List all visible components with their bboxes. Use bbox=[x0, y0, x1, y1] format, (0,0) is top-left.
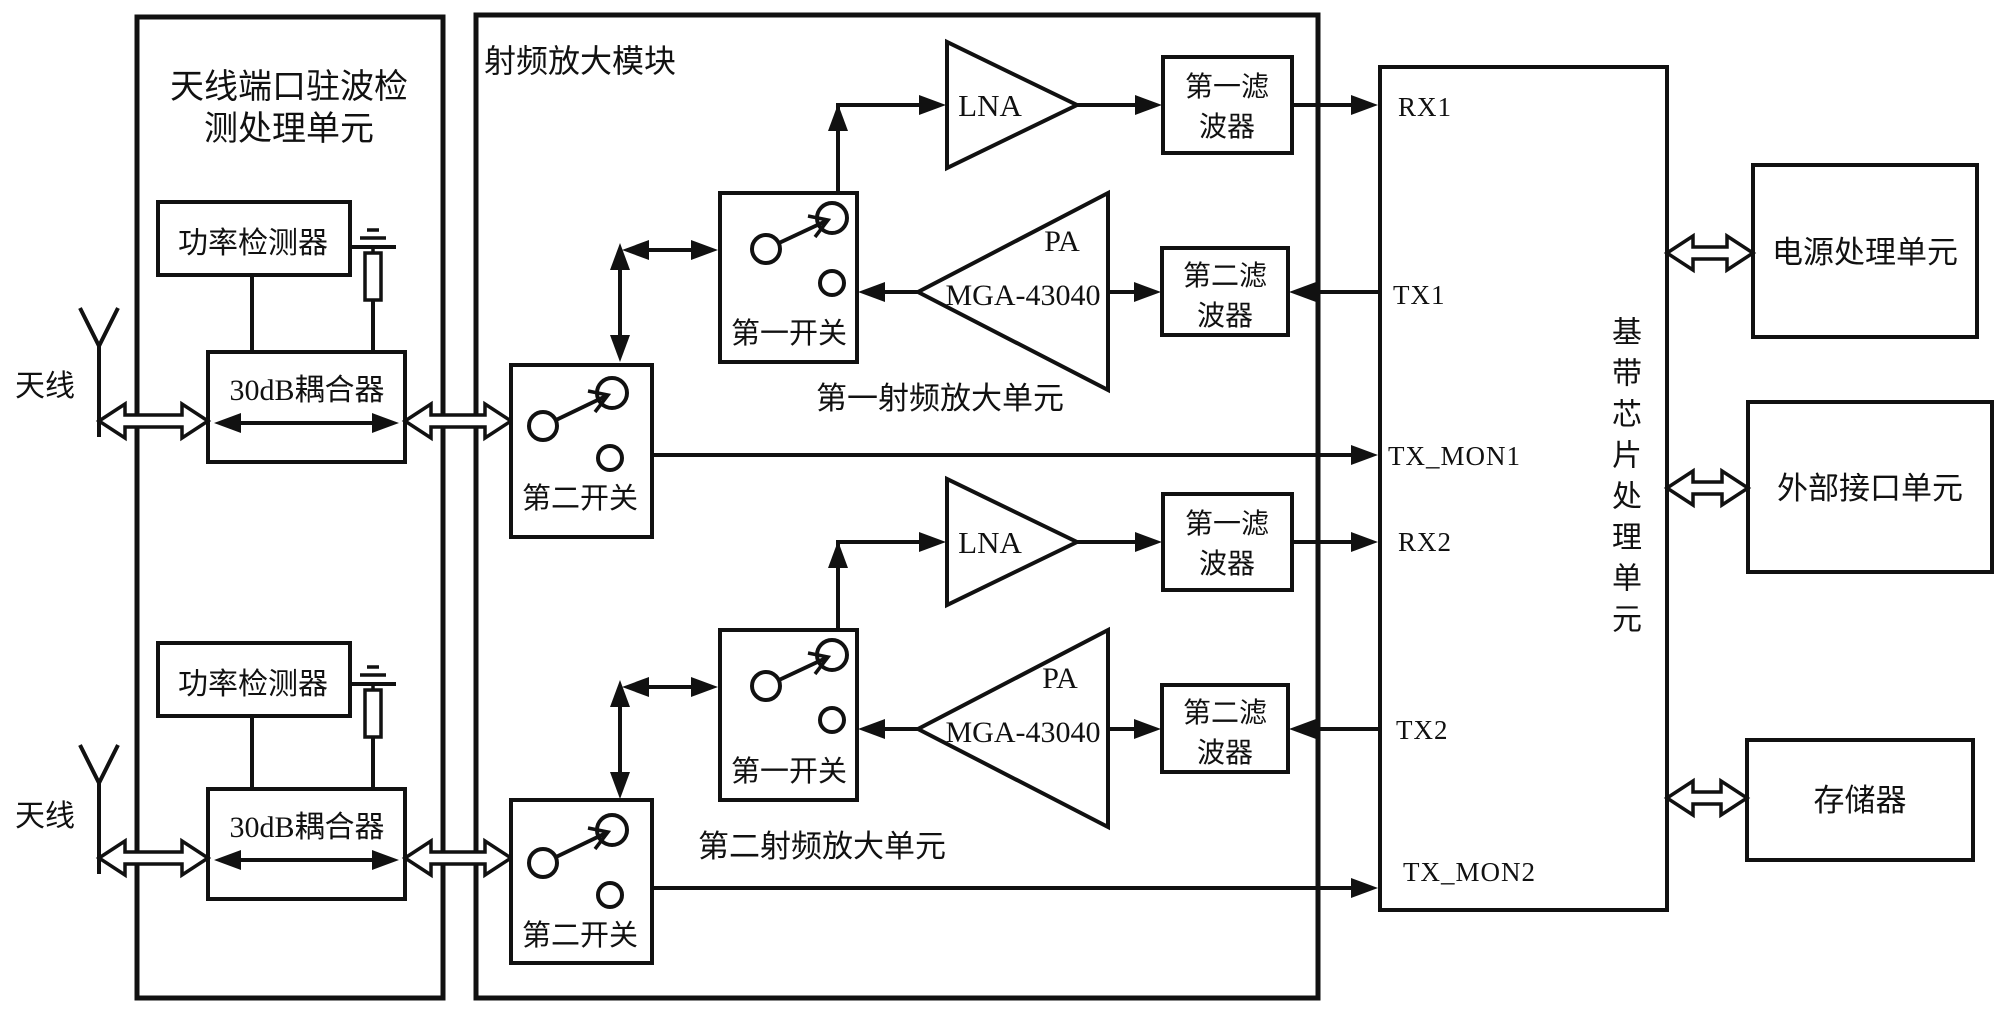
baseband-power-double-arrow-icon bbox=[1663, 232, 1757, 274]
power-unit-label: 电源处理单元 bbox=[1772, 235, 1958, 270]
coupler-internal-double-arrow-icon bbox=[214, 413, 399, 433]
pa-model-label: MGA-43040 bbox=[946, 279, 1101, 312]
second-switch-label: 第二开关 bbox=[522, 919, 638, 952]
switch-link-vertical-double-arrow-icon bbox=[610, 680, 630, 799]
second-filter-label-line2: 波器 bbox=[1197, 737, 1253, 769]
pa-filter2-connector bbox=[1108, 282, 1161, 302]
first-switch-label: 第一开关 bbox=[731, 317, 847, 350]
spdt-switch-icon bbox=[750, 201, 849, 297]
second-filter-box bbox=[1160, 246, 1290, 337]
second-filter-box bbox=[1160, 683, 1290, 774]
second-filter-label-line2: 波器 bbox=[1197, 300, 1253, 332]
first-filter-box bbox=[1161, 55, 1294, 155]
unit2-caption: 第二射频放大单元 bbox=[698, 829, 946, 864]
lna-label: LNA bbox=[958, 88, 1022, 123]
baseband-chip-unit-box bbox=[1378, 65, 1669, 912]
lna-amplifier-triangle bbox=[945, 38, 1082, 172]
tx1-to-filter2-connector bbox=[1289, 282, 1380, 302]
antenna-label: 天线 bbox=[15, 800, 75, 833]
port-label-rx2: RX2 bbox=[1398, 527, 1452, 557]
coupler-switch-double-arrow-icon bbox=[401, 400, 515, 442]
pa-label: PA bbox=[1042, 662, 1078, 695]
coupler-switch-double-arrow-icon bbox=[401, 837, 515, 879]
switch-to-lna-connector bbox=[828, 532, 946, 630]
coupler-box bbox=[206, 787, 407, 901]
port-label-tx-mon2: TX_MON2 bbox=[1403, 857, 1536, 887]
resistor-icon bbox=[363, 688, 383, 739]
pa-filter2-connector bbox=[1108, 719, 1161, 739]
port-label-tx1: TX1 bbox=[1393, 280, 1446, 310]
left-unit-title-line2: 测处理单元 bbox=[204, 111, 374, 148]
power-detector-label: 功率检测器 bbox=[178, 668, 328, 701]
power-detector-box bbox=[156, 200, 352, 277]
switch-link-horizontal-double-arrow-icon bbox=[622, 240, 718, 260]
lna-label: LNA bbox=[958, 525, 1022, 560]
resistor-icon bbox=[363, 251, 383, 302]
spdt-switch-icon bbox=[527, 376, 629, 472]
coupler-box bbox=[206, 350, 407, 464]
power-detector-label: 功率检测器 bbox=[178, 227, 328, 260]
switch-to-lna-connector bbox=[828, 95, 946, 193]
second-filter-label-line1: 第二滤 bbox=[1183, 260, 1267, 292]
spdt-switch-icon bbox=[750, 638, 849, 734]
first-filter-label-line2: 波器 bbox=[1199, 548, 1255, 580]
baseband-unit-title: 基带芯片处理单元 bbox=[1607, 316, 1640, 644]
pa-model-label: MGA-43040 bbox=[946, 716, 1101, 749]
port-label-tx2: TX2 bbox=[1396, 715, 1449, 745]
external-interface-unit-label: 外部接口单元 bbox=[1777, 471, 1963, 506]
ground-icon bbox=[352, 665, 396, 690]
power-processing-unit-box bbox=[1751, 163, 1979, 339]
coupler-label: 30dB耦合器 bbox=[229, 374, 384, 407]
coupler-internal-double-arrow-icon bbox=[214, 850, 399, 870]
txmon2-connector bbox=[652, 878, 1378, 898]
external-interface-unit-box bbox=[1746, 400, 1994, 574]
coupler-label: 30dB耦合器 bbox=[229, 811, 384, 844]
left-unit-title-line1: 天线端口驻波检 bbox=[170, 68, 408, 106]
second-switch-label: 第二开关 bbox=[522, 482, 638, 515]
port-label-rx1: RX1 bbox=[1398, 92, 1452, 122]
baseband-external-double-arrow-icon bbox=[1663, 467, 1752, 509]
txmon1-connector bbox=[652, 445, 1378, 465]
antenna-coupler-double-arrow-icon bbox=[95, 400, 212, 442]
filter1-to-rx1-connector bbox=[1292, 95, 1378, 115]
lna-to-filter1-connector bbox=[1077, 532, 1162, 552]
power-detector-box bbox=[156, 641, 352, 718]
spdt-switch-icon bbox=[527, 813, 629, 909]
second-filter-label-line1: 第二滤 bbox=[1183, 697, 1267, 729]
rf-module-title: 射频放大模块 bbox=[484, 43, 676, 79]
baseband-memory-double-arrow-icon bbox=[1663, 777, 1751, 819]
first-switch-label: 第一开关 bbox=[731, 755, 847, 788]
tx2-to-filter2-connector bbox=[1289, 719, 1380, 739]
switch-link-vertical-double-arrow-icon bbox=[610, 243, 630, 362]
antenna-label: 天线 bbox=[15, 370, 75, 403]
port-label-tx-mon1: TX_MON1 bbox=[1388, 441, 1521, 471]
first-filter-label-line1: 第一滤 bbox=[1185, 71, 1269, 103]
lna-amplifier-triangle bbox=[945, 475, 1082, 609]
pa-to-switch-connector bbox=[858, 282, 918, 302]
memory-unit-label: 存储器 bbox=[1814, 783, 1907, 818]
first-filter-label-line2: 波器 bbox=[1199, 111, 1255, 143]
pa-label: PA bbox=[1044, 225, 1080, 258]
first-filter-label-line1: 第一滤 bbox=[1185, 508, 1269, 540]
lna-to-filter1-connector bbox=[1077, 95, 1162, 115]
unit1-caption: 第一射频放大单元 bbox=[816, 381, 1064, 416]
antenna-coupler-double-arrow-icon bbox=[95, 837, 212, 879]
switch-link-horizontal-double-arrow-icon bbox=[622, 677, 718, 697]
filter1-to-rx2-connector bbox=[1292, 532, 1378, 552]
pa-to-switch-connector bbox=[858, 719, 918, 739]
